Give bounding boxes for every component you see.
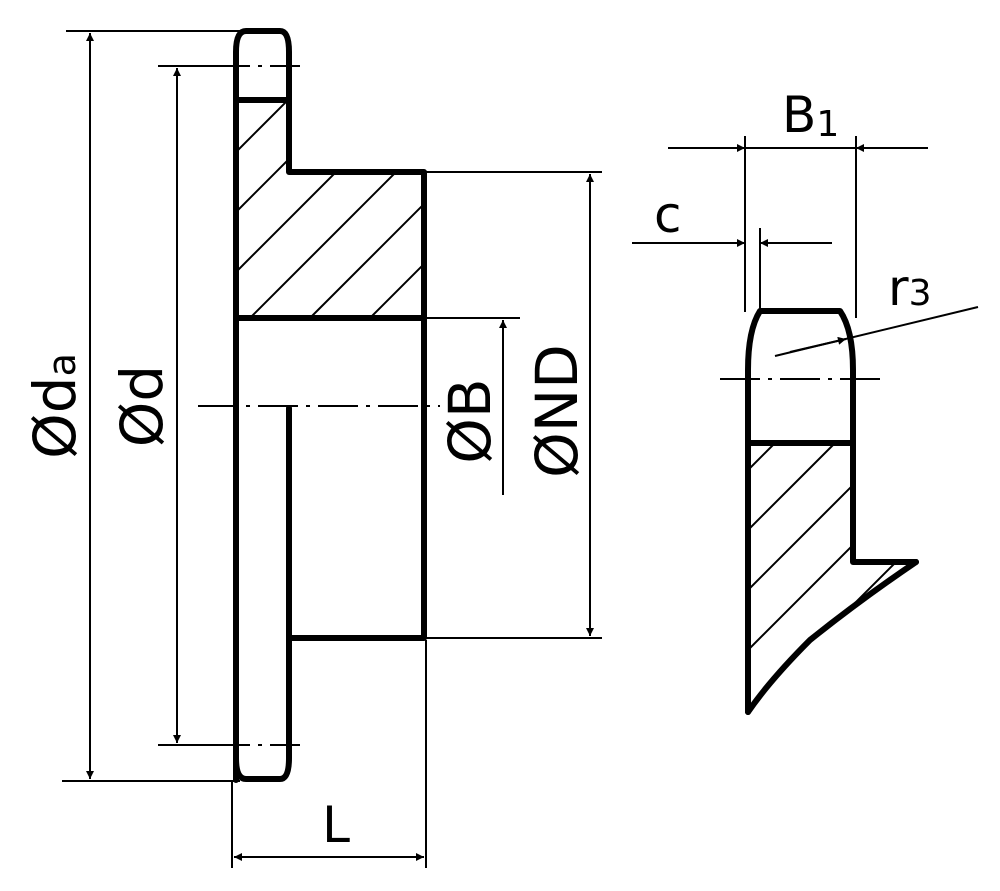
label-l: L: [322, 796, 350, 854]
label-nd: ØND: [523, 344, 591, 478]
label-r3: r3: [888, 259, 931, 317]
tooth-break-line: [745, 559, 919, 715]
tooth-detail-view: B1 c r3: [632, 86, 979, 715]
label-b: ØB: [436, 378, 504, 463]
label-b1: B1: [782, 86, 839, 145]
sprocket-outline-upper: [233, 28, 427, 783]
sprocket-outline-lower: [286, 315, 427, 641]
label-da: Øda: [21, 353, 89, 459]
label-d: Ød: [108, 365, 176, 447]
main-section-view: Øda Ød ØB ØND L: [21, 28, 602, 868]
lower-tooth-tip: [233, 635, 292, 782]
tooth-hatching: [748, 443, 916, 712]
label-c: c: [654, 186, 682, 244]
tooth-profile: [745, 308, 919, 715]
dim-arrow-r3: [789, 336, 847, 353]
